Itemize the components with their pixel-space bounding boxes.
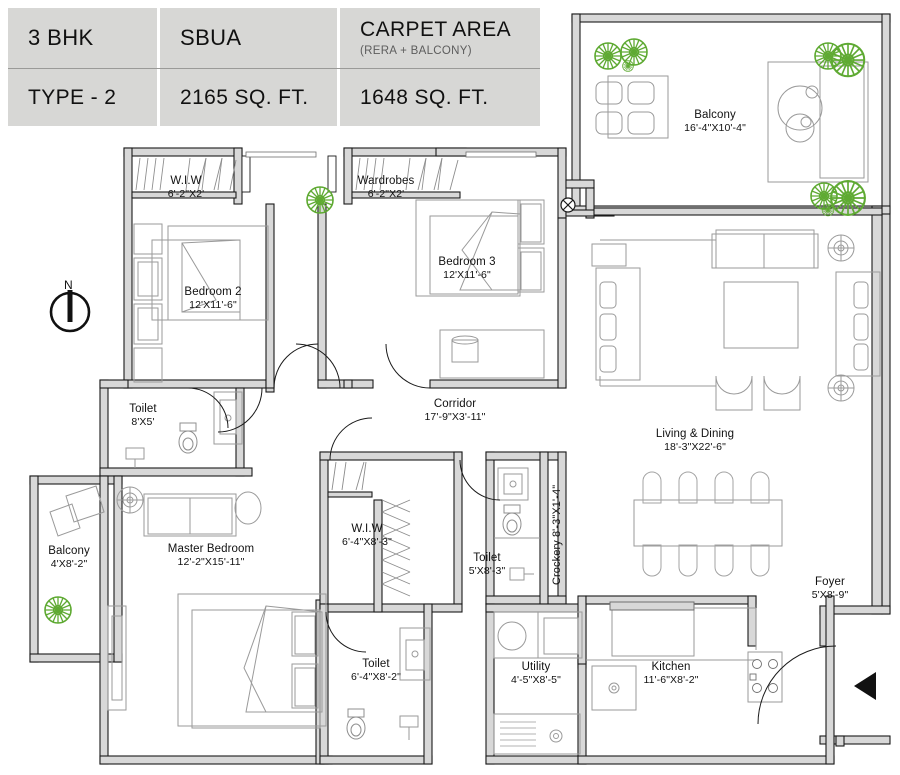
room-dimension: 12'-2"X15'-11" [177,556,245,569]
spec-title-carpet: CARPET AREA [360,18,512,42]
spec-value-carpet: 1648 SQ. FT. [340,68,540,126]
tree-icon [821,203,835,217]
room-name: Master Bedroom [167,543,255,555]
entry-arrow-icon [854,672,876,700]
compass-label: N [64,278,73,292]
marker-icons-layer [49,197,876,700]
spec-cell-bhk: 3 BHK [8,8,160,68]
room-dimension: 6'-4"X8'-2" [351,671,401,684]
room-dimension: 12'X11'-6" [443,269,491,282]
room-dimension: 6'-2"X2' [367,188,405,201]
room-dimension: 4'-5"X8'-5" [511,674,561,687]
room-name: Balcony [48,545,90,557]
room-name: Corridor [433,398,477,410]
tree-icon [620,38,648,66]
tree-icon [594,42,622,70]
walls-layer [29,13,891,765]
spec-value-type: TYPE - 2 [8,68,160,126]
spec-cell-carpet: CARPET AREA (RERA + BALCONY) [340,8,540,68]
room-dimension: 11'-6"X8'-2" [643,674,699,687]
room-label-crockery: Crockery 8'-3"X1'-4" [551,485,565,585]
spec-subtitle-carpet: (RERA + BALCONY) [360,44,472,57]
room-name: Living & Dining [655,428,735,440]
room-dimension: 6'-4"X8'-3" [342,536,392,549]
room-dimension: 6'-2"X2' [167,188,205,201]
compass-icon [49,290,91,333]
room-name: Toilet [129,403,157,415]
tree-icon [622,60,634,72]
door-swings-layer [187,343,837,725]
room-dimension: 8'X5' [131,416,155,429]
tree-icon [44,596,72,624]
room-dimension: 5'X8'-9" [811,589,849,602]
spec-value-sbua-text: 2165 SQ. FT. [180,85,309,109]
spec-value-type-text: TYPE - 2 [28,85,117,109]
room-name: Crockery 8'-3"X1'-4" [551,484,563,585]
room-name: Balcony [694,109,736,121]
room-name: Wardrobes [357,175,415,187]
room-name: Bedroom 2 [184,286,242,298]
spec-value-sbua: 2165 SQ. FT. [160,68,340,126]
spec-value-carpet-text: 1648 SQ. FT. [360,85,489,109]
room-dimension: 4'X8'-2" [50,558,88,571]
tree-icon [830,42,866,78]
spec-cell-sbua: SBUA [160,8,340,68]
room-name: W.I.W [351,523,383,535]
room-name: Kitchen [651,661,691,673]
furniture-layer [49,61,881,755]
spec-title-sbua: SBUA [180,25,242,51]
room-dimension: 5'X8'-3" [468,565,506,578]
circled-x-icon [560,197,576,213]
room-dimension: 17'-9"X3'-11" [424,411,486,424]
tree-icon [830,180,866,216]
room-name: Utility [521,661,551,673]
room-dimension: 12'X11'-6" [189,299,237,312]
room-name: Foyer [815,576,845,588]
room-name: W.I.W [170,175,202,187]
room-name: Toilet [362,658,390,670]
room-dimension: 18'-3"X22'-6" [664,441,726,454]
spec-table: 3 BHK SBUA CARPET AREA (RERA + BALCONY) … [8,8,540,126]
room-name: Bedroom 3 [438,256,496,268]
spec-title-bhk: 3 BHK [28,25,94,51]
room-name: Toilet [473,552,501,564]
room-dimension: 16'-4"X10'-4" [684,122,746,135]
